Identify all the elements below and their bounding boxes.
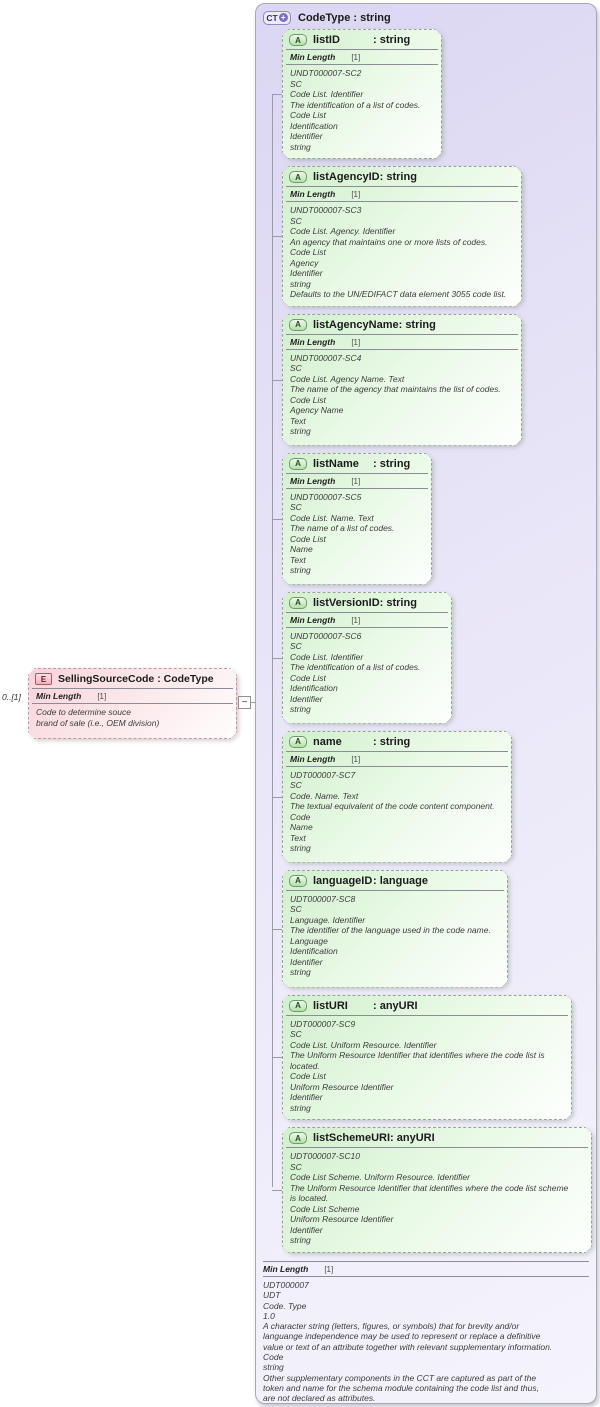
minlength-facet: Min Length [1] — [290, 52, 361, 62]
attribute-annotation: UNDT000007-SC6 SC Code List. Identifier … — [290, 630, 421, 714]
attribute-annotation: UNDT000007-SC4 SC Code List. Agency Name… — [290, 352, 501, 436]
plus-icon: + — [278, 13, 288, 22]
codetype-annotation: UDT000007 UDT Code. Type 1.0 A character… — [263, 1280, 553, 1404]
codetype-box[interactable]: CT + CodeType : string A listID: string … — [255, 3, 597, 1404]
attribute-icon: A — [289, 1132, 307, 1144]
element-minlength-facet: Min Length [1] — [36, 691, 107, 701]
complex-type-icon: CT + — [263, 10, 291, 25]
tree-line — [272, 94, 273, 1187]
selling-source-code-element[interactable]: E SellingSourceCode : CodeType Min Lengt… — [28, 668, 237, 739]
attribute-icon: A — [289, 171, 307, 183]
codetype-footer: Min Length [1] UDT000007 UDT Code. Type … — [260, 1261, 592, 1404]
attribute-box-listURI[interactable]: A listURI: anyURI UDT000007-SC9 SC Code … — [282, 995, 572, 1121]
attribute-box-listAgencyID[interactable]: A listAgencyID: string Min Length [1] UN… — [282, 166, 522, 307]
attribute-annotation: UDT000007-SC8 SC Language. Identifier Th… — [290, 893, 491, 977]
attribute-annotation: UDT000007-SC9 SC Code List. Uniform Reso… — [290, 1018, 545, 1113]
element-annotation: Code to determine souce brand of sale (i… — [36, 707, 160, 728]
attribute-icon: A — [289, 875, 307, 887]
minlength-facet: Min Length [1] — [290, 336, 361, 347]
attribute-box-listSchemeURI[interactable]: A listSchemeURI: anyURI UDT000007-SC10 S… — [282, 1127, 592, 1253]
attribute-box-languageID[interactable]: A languageID: language UDT000007-SC8 SC … — [282, 870, 508, 988]
attribute-icon: A — [289, 597, 307, 609]
attribute-box-listID[interactable]: A listID: string Min Length [1] UNDT0000… — [282, 29, 442, 159]
attribute-annotation: UNDT000007-SC2 SC Code List. Identifier … — [290, 68, 421, 152]
collapse-toggle-button[interactable]: − — [238, 696, 251, 709]
attribute-icon: A — [289, 736, 307, 748]
attribute-annotation: UDT000007-SC10 SC Code List Scheme. Unif… — [290, 1151, 569, 1245]
attribute-icon: A — [289, 458, 307, 470]
minlength-facet: Min Length [1] — [290, 614, 361, 625]
minlength-facet: Min Length [1] — [290, 753, 361, 764]
attribute-box-listVersionID[interactable]: A listVersionID: string Min Length [1] U… — [282, 592, 452, 724]
attribute-box-name[interactable]: A name: string Min Length [1] UDT000007-… — [282, 731, 512, 863]
attribute-box-listName[interactable]: A listName: string Min Length [1] UNDT00… — [282, 453, 432, 585]
cardinality-label: 0..[1] — [2, 692, 21, 702]
minlength-facet: Min Length [1] — [290, 475, 361, 486]
attribute-annotation: UNDT000007-SC3 SC Code List. Agency. Ide… — [290, 205, 507, 299]
minlength-facet: Min Length [1] — [290, 189, 361, 199]
element-title: SellingSourceCode : CodeType — [58, 673, 214, 685]
attribute-icon: A — [289, 319, 307, 331]
codetype-minlength-facet: Min Length [1] — [263, 1264, 334, 1274]
minus-icon: − — [241, 697, 248, 708]
attribute-annotation: UDT000007-SC7 SC Code. Name. Text The te… — [290, 769, 495, 853]
codetype-title: CodeType : string — [298, 11, 391, 24]
attribute-icon: A — [289, 1000, 307, 1012]
element-icon: E — [35, 673, 52, 685]
attribute-box-listAgencyName[interactable]: A listAgencyName: string Min Length [1] … — [282, 314, 522, 446]
attribute-annotation: UNDT000007-SC5 SC Code List. Name. Text … — [290, 491, 395, 575]
attribute-icon: A — [289, 34, 307, 46]
